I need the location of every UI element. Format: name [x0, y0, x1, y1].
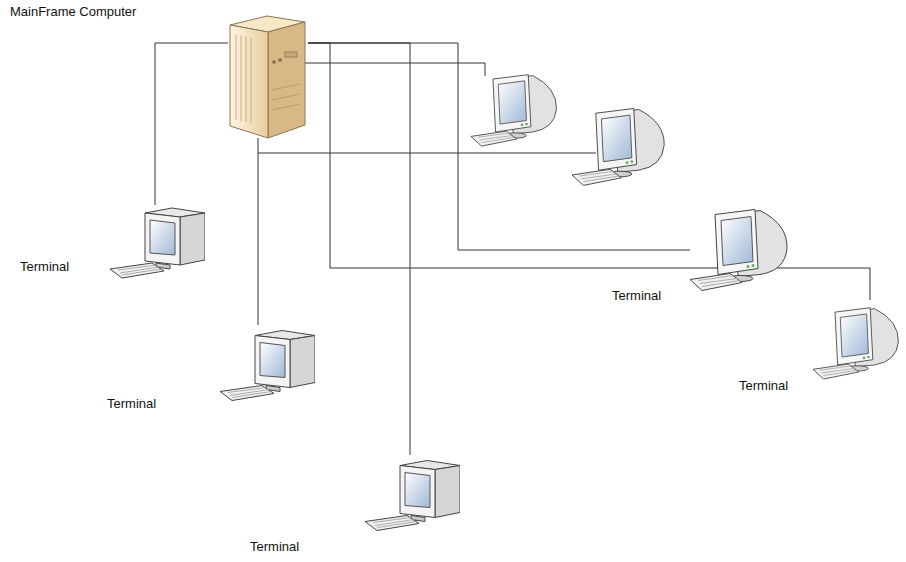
connector-wire — [258, 138, 259, 325]
terminal-icon — [220, 331, 315, 401]
terminal-icon — [365, 461, 460, 531]
terminal-node: Terminal — [220, 325, 315, 405]
mainframe-node: MainFrame Computer — [228, 14, 308, 138]
terminal-wire — [258, 153, 596, 154]
connector-wire — [308, 43, 690, 250]
node-label: Terminal — [248, 539, 301, 555]
terminal-icon — [813, 308, 898, 379]
node-label: Terminal — [18, 259, 71, 275]
node-label: Terminal — [105, 396, 158, 412]
node-label: Terminal — [737, 378, 790, 394]
connector-wire — [155, 43, 228, 205]
mainframe-icon — [230, 16, 305, 138]
terminal-icon — [471, 75, 557, 146]
node-label: MainFrame Computer — [8, 4, 138, 20]
terminal-node: Terminal — [110, 205, 205, 280]
connector-wire — [308, 43, 870, 300]
terminal-icon — [110, 208, 205, 278]
connector-wire — [308, 43, 410, 455]
terminal-node: Terminal — [813, 300, 901, 385]
terminal-icon — [572, 108, 664, 185]
node-label: Terminal — [610, 288, 663, 304]
terminal-node: Terminal — [690, 205, 790, 293]
terminal-node: Terminal — [365, 455, 460, 535]
terminal-icon — [690, 210, 787, 291]
